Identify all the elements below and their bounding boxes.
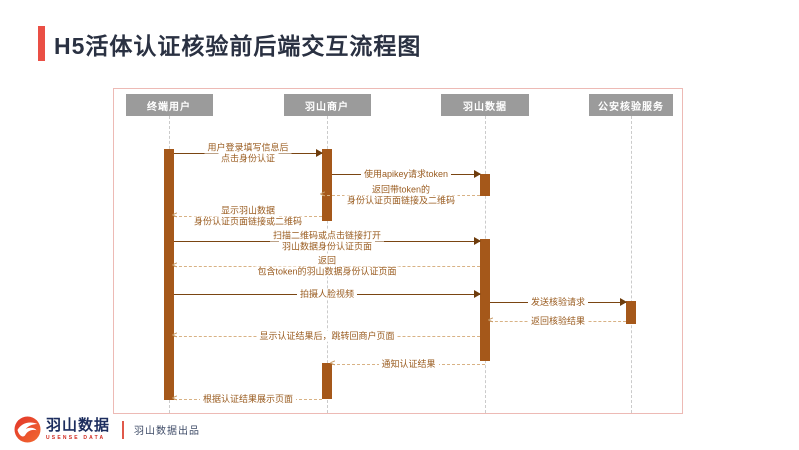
message-label: 拍摄人脸视频: [296, 288, 358, 300]
arrowhead-left-icon: <: [172, 393, 178, 403]
actor-box: 公安核验服务: [589, 94, 673, 116]
actor-box: 终端用户: [125, 94, 213, 116]
message-label: 显示认证结果后，跳转回商户页面: [256, 330, 398, 342]
message-label-line: 羽山数据身份认证页面: [278, 241, 376, 252]
message-label-line: 返回带token的: [368, 184, 434, 195]
footer-note: 羽山数据出品: [134, 426, 201, 437]
message-label-line: 使用apikey请求token: [360, 168, 452, 180]
message-label-line: 返回: [314, 255, 339, 266]
message-label-line: 点击身份认证: [217, 153, 279, 164]
message-label-line: 发送核验请求: [527, 296, 589, 308]
arrowhead-right-icon: [620, 298, 627, 306]
brand-name-cn: 羽山数据: [46, 417, 111, 434]
arrowhead-left-icon: <: [488, 315, 494, 325]
message-label: 根据认证结果展示页面: [199, 393, 297, 405]
message-label: 显示羽山数据身份认证页面链接或二维码: [190, 205, 306, 227]
brand-name-en: USENSE DATA: [46, 435, 106, 441]
message-label-line: 根据认证结果展示页面: [199, 393, 297, 405]
activation-bar: [322, 149, 332, 221]
message-label: 使用apikey请求token: [360, 168, 452, 180]
activation-bar: [626, 301, 636, 324]
footer-divider: [122, 420, 125, 439]
actor-box: 羽山数据: [441, 94, 529, 116]
message-label: 发送核验请求: [527, 296, 589, 308]
sequence-diagram: 终端用户 羽山商户 羽山数据 公安核验服务用户登录填写信息后点击身份认证使用apike…: [113, 88, 683, 414]
page-title: H5活体认证核验前后端交互流程图: [38, 26, 421, 61]
message-label: 返回包含token的羽山数据身份认证页面: [254, 255, 400, 277]
arrowhead-left-icon: <: [172, 330, 178, 340]
arrowhead-right-icon: [316, 149, 323, 157]
arrowhead-left-icon: <: [172, 260, 178, 270]
message-label-line: 用户登录填写信息后: [204, 142, 292, 153]
message-label: 扫描二维码或点击链接打开羽山数据身份认证页面: [269, 230, 385, 252]
message-label: 用户登录填写信息后点击身份认证: [204, 142, 292, 164]
message-label-line: 显示认证结果后，跳转回商户页面: [256, 330, 398, 342]
footer-brand: 羽山数据 USENSE DATA 羽山数据出品: [14, 416, 200, 443]
actor-box: 羽山商户: [283, 94, 371, 116]
arrowhead-right-icon: [474, 237, 481, 245]
message-label-line: 身份认证页面链接或二维码: [190, 216, 306, 227]
message-label-line: 显示羽山数据: [217, 205, 279, 216]
message-label-line: 返回核验结果: [527, 315, 589, 327]
message-label-line: 通知认证结果: [378, 358, 439, 370]
lifeline: [631, 116, 632, 413]
title-accent-bar: [38, 26, 45, 61]
activation-bar: [164, 149, 174, 400]
title-text: H5活体认证核验前后端交互流程图: [54, 32, 422, 59]
activation-bar: [480, 239, 490, 361]
arrowhead-right-icon: [474, 170, 481, 178]
message-label: 返回核验结果: [527, 315, 589, 327]
message-label: 返回带token的身份认证页面链接及二维码: [343, 184, 459, 206]
activation-bar: [322, 363, 332, 399]
message-label-line: 包含token的羽山数据身份认证页面: [254, 266, 400, 277]
brand-text-block: 羽山数据 USENSE DATA: [46, 417, 111, 442]
arrowhead-left-icon: <: [172, 210, 178, 220]
message-label: 通知认证结果: [378, 358, 439, 370]
message-label-line: 拍摄人脸视频: [296, 288, 358, 300]
arrowhead-right-icon: [474, 290, 481, 298]
arrowhead-left-icon: <: [330, 358, 336, 368]
arrowhead-left-icon: <: [320, 189, 326, 199]
bird-swoosh-icon: [14, 416, 41, 443]
activation-bar: [480, 174, 490, 196]
message-label-line: 身份认证页面链接及二维码: [343, 195, 459, 206]
message-label-line: 扫描二维码或点击链接打开: [269, 230, 385, 241]
